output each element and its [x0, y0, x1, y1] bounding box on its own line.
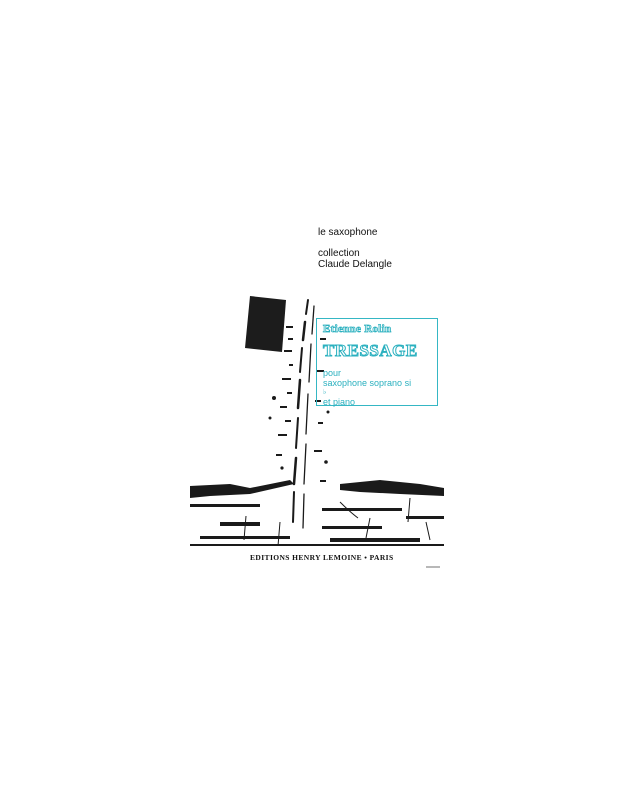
- collection-editor: Claude Delangle: [318, 259, 392, 270]
- instrumentation-text: saxophone soprano si: [323, 377, 412, 388]
- instrumentation-line: et piano: [323, 396, 356, 407]
- flat-sign-icon: ♭: [323, 389, 327, 396]
- collection-label: collection Claude Delangle: [318, 248, 392, 270]
- instrumentation: pour saxophone soprano si♭ et piano: [323, 368, 412, 407]
- catalog-mark: [426, 566, 440, 568]
- instrumentation-line: pour: [323, 368, 342, 378]
- collection-line: collection: [318, 248, 360, 259]
- score-cover: le saxophone collection Claude Delangle …: [190, 222, 444, 570]
- instrumentation-line: saxophone soprano si♭: [323, 377, 412, 398]
- saxophone-artwork-icon: [190, 296, 444, 547]
- publisher-imprint: EDITIONS HENRY LEMOINE • PARIS: [250, 553, 394, 562]
- work-title: TRESSAGE: [323, 341, 418, 361]
- composer-name: Etienne Rolin: [323, 323, 392, 336]
- series-label: le saxophone: [318, 227, 378, 238]
- title-box: Etienne Rolin TRESSAGE pour saxophone so…: [316, 318, 438, 406]
